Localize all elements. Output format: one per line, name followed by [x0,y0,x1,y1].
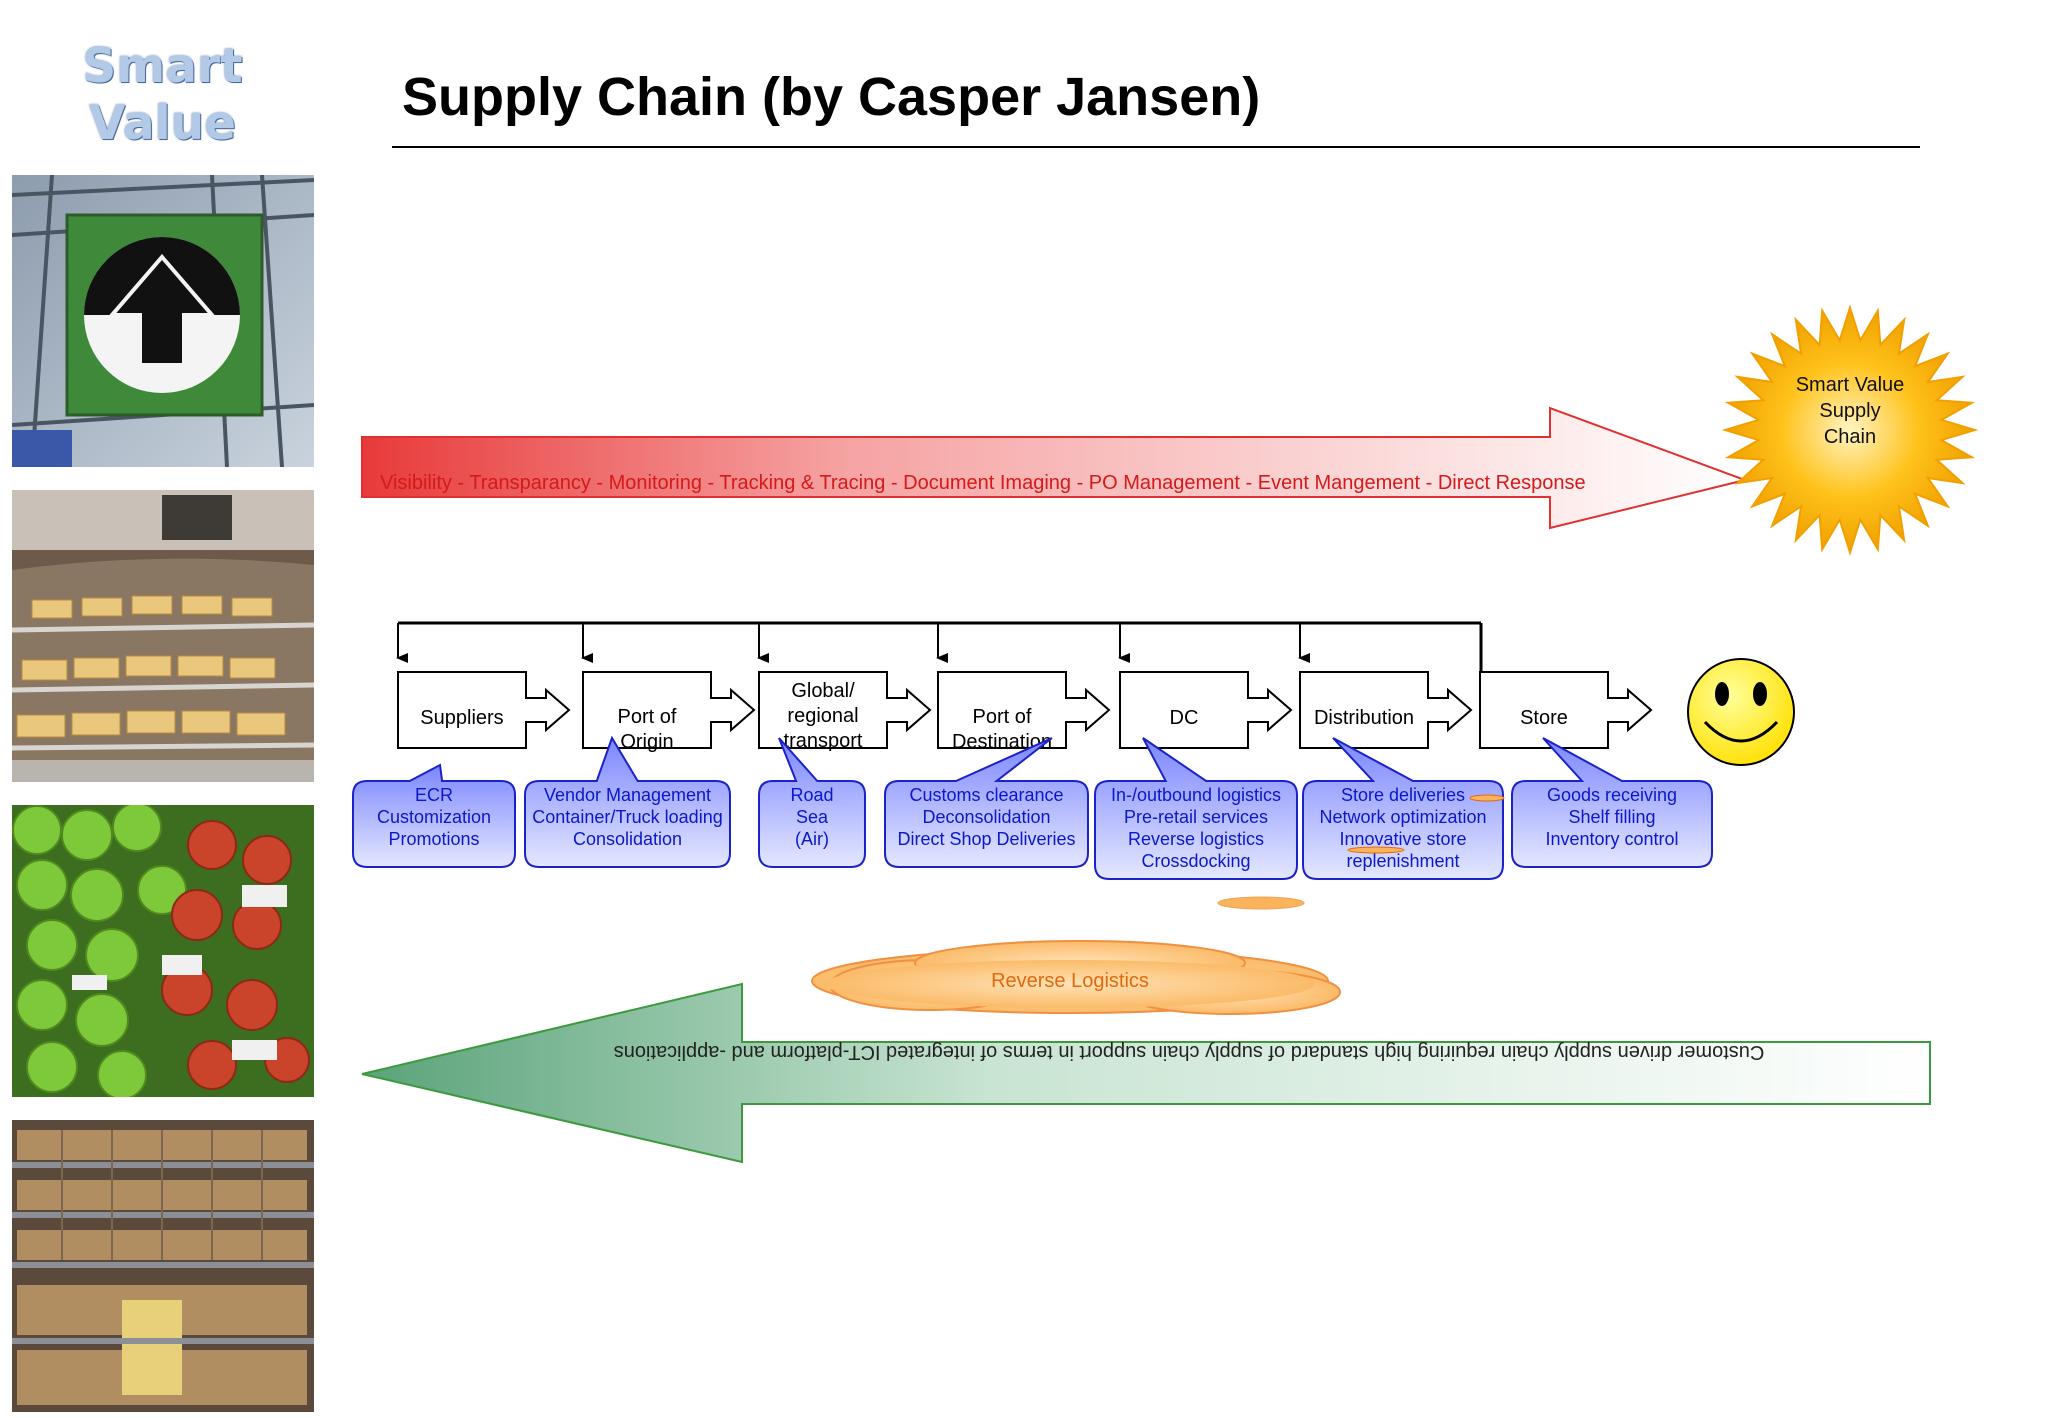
photo-station-sign [12,175,314,467]
chain-step-box [397,671,571,749]
chain-step-label: regional [787,705,858,727]
logo-line-1: Smart [82,39,243,94]
callout-text: Direct Shop Deliveries [897,829,1075,849]
page-title: Supply Chain (by Casper Jansen) [402,67,1261,127]
callout-bubble [352,763,516,868]
callout-text: Consolidation [573,829,682,849]
callout-text: Customs clearance [909,785,1063,805]
feedback-loop-connectors [396,621,1483,672]
sun-text-line: Chain [1824,426,1876,448]
top-arrow-text: Visibility - Transparancy - Monitoring -… [380,472,1586,494]
top-arrow-shape [361,406,1749,530]
callout-text: Shelf filling [1568,807,1655,827]
orange-mark [1347,846,1405,854]
title-divider [392,146,1920,148]
callout-text: Network optimization [1319,807,1486,827]
chain-step-label: DC [1170,707,1199,729]
callout-bubble [524,735,731,868]
chain-steps: Suppliers Port of Origin Global/regional tra… [397,671,1653,753]
callout-text: Promotions [388,829,479,849]
callout-text: Innovative store [1339,829,1466,849]
sun-text-line: Supply [1819,400,1880,422]
orange-mark [1469,794,1505,802]
callout-text: Reverse logistics [1128,829,1264,849]
photo-apples [12,805,314,1097]
chain-step: Suppliers [397,671,571,749]
chain-step-label: Distribution [1314,707,1414,729]
callout-bubble [1302,737,1504,880]
smiley-icon [1687,658,1795,766]
chain-step: Store [1479,671,1653,749]
chain-step-label: Store [1520,707,1568,729]
chain-step: Port of Destination [937,671,1111,753]
callout-text: Vendor Management [544,785,711,805]
up-arrow-sign-icon [107,253,217,367]
chain-step: DC [1119,671,1293,749]
logo-line-2: Value [89,96,236,151]
cloud-text: Reverse Logistics [991,970,1149,992]
callout-text: Store deliveries [1341,785,1465,805]
chain-step-label: Global/ [791,680,855,702]
chain-step-label: transport [784,730,863,752]
sun-text-line: Smart Value [1796,374,1905,396]
chain-step-label: Port of [618,706,677,728]
callout-bubble [1094,737,1298,880]
chain-step-label: Origin [620,731,673,753]
smart-value-logo: Smart Value [60,38,265,152]
chain-step-box [1299,671,1473,749]
callout-bubble [758,737,866,868]
callout-bubble [1511,737,1713,868]
reverse-logistics-cloud [811,940,1341,1015]
callout-text: Crossdocking [1141,851,1250,871]
orange-mark [1217,896,1305,910]
callout-text: ECR [415,785,453,805]
chain-step-box [758,671,932,749]
callout-text: Container/Truck loading [532,807,722,827]
callout-text: Goods receiving [1547,785,1677,805]
chain-step-box [1119,671,1293,749]
callout-text: Inventory control [1545,829,1678,849]
callout-text: Deconsolidation [922,807,1050,827]
callout-text: In-/outbound logistics [1111,785,1281,805]
chain-step-label: Suppliers [420,707,503,729]
chain-step-box [937,671,1111,749]
chain-step: Port of Origin [582,671,756,753]
photo-store-shelves [12,1120,314,1412]
callout-text: Pre-retail services [1124,807,1268,827]
bottom-arrow-shape [361,982,1931,1164]
callout-bubble [884,737,1089,868]
chain-step-box [582,671,756,749]
callout-text: Road [790,785,833,805]
chain-step: Global/regional transport [758,671,932,752]
photo-bakery-display [12,490,314,782]
chain-step-label: Port of [973,706,1032,728]
sun-starburst [1721,304,1979,556]
chain-step-box [1479,671,1653,749]
bottom-arrow-text: Customer driven supply chain requiring h… [614,1041,1765,1063]
callout-text: Customization [377,807,491,827]
callout-text: (Air) [795,829,829,849]
callout-text: Sea [796,807,829,827]
chain-step: Distribution [1299,671,1473,749]
chain-step-label: Destination [952,731,1052,753]
callout-text: replenishment [1346,851,1459,871]
